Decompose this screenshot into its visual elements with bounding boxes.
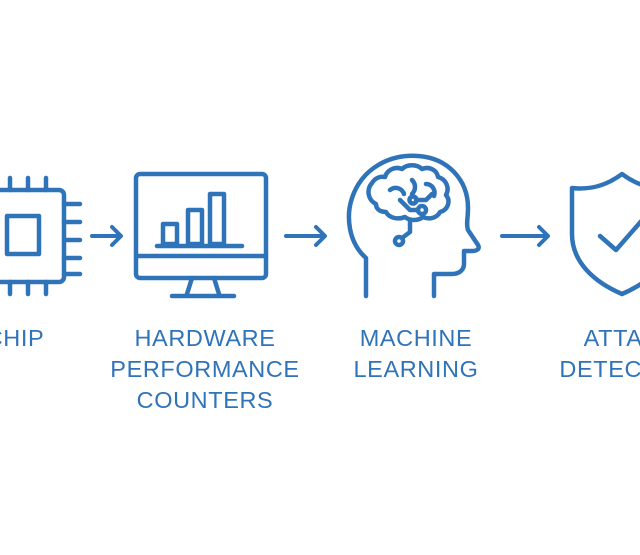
step-label-machine-learning: MACHINE LEARNING: [331, 323, 501, 385]
arrow-right-icon: [284, 225, 327, 247]
step-label-hardware-performance-counters: HARDWARE PERFORMANCE COUNTERS: [105, 323, 305, 416]
step-label-attack-detection: ATTACK DETECTION: [540, 323, 640, 385]
monitor-bar-chart-icon: [133, 171, 269, 299]
step-label-chip: CHIP: [0, 323, 90, 354]
label-line: ATTACK: [583, 325, 640, 351]
label-line: CHIP: [0, 325, 45, 351]
arrow-right-icon: [90, 225, 123, 247]
label-line: PERFORMANCE: [110, 356, 300, 382]
chip-icon: [0, 175, 83, 297]
label-line: LEARNING: [353, 356, 479, 382]
label-line: MACHINE: [359, 325, 473, 351]
shield-check-icon: [569, 171, 640, 297]
head-brain-icon: [346, 153, 481, 299]
arrow-right-icon: [500, 225, 550, 247]
label-line: COUNTERS: [136, 387, 274, 413]
label-line: HARDWARE: [134, 325, 276, 351]
label-line: DETECTION: [559, 356, 640, 382]
